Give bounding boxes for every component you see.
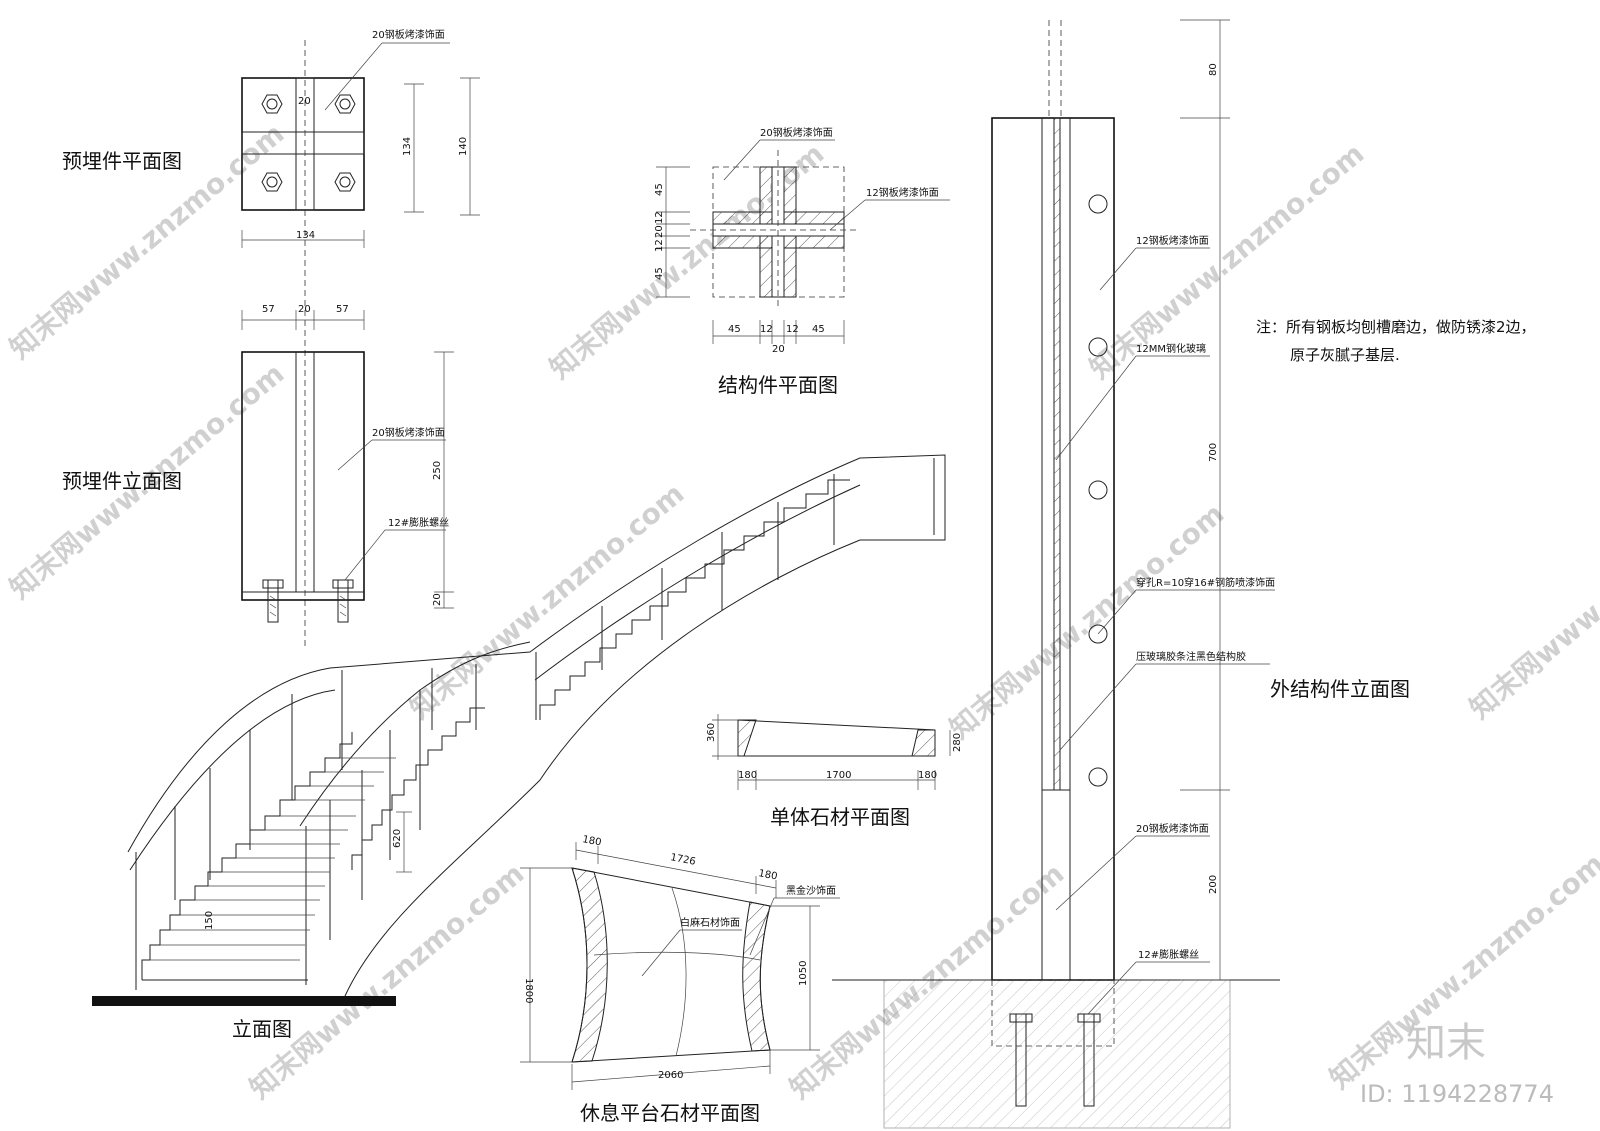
note-black-sand: 黑金沙饰面	[786, 884, 836, 897]
general-note-line1: 注：所有钢板均刨槽磨边，做防锈漆2边，	[1256, 318, 1536, 336]
watermark-text: 知末网www.znzmo.com	[1463, 477, 1600, 725]
dim-outer-d2: 700	[1208, 443, 1219, 462]
stair-elevation-view: 620 150 立面图	[92, 454, 946, 1041]
hex-nut-icon	[334, 172, 356, 192]
dim-struct-h2: 12	[760, 324, 773, 335]
brand-logo: 知末	[1406, 1020, 1486, 1066]
watermark-text: 知末网www.znzmo.com	[243, 857, 530, 1105]
note-outer-bolt: 12#膨胀螺丝	[1138, 948, 1199, 961]
outer-column	[991, 117, 1115, 981]
note-struct-steel12: 12钢板烤漆饰面	[866, 186, 939, 199]
dim-outer-d3: 200	[1208, 875, 1219, 894]
title-embed-elev: 预埋件立面图	[62, 469, 182, 493]
dim-struct-h5: 20	[772, 344, 785, 355]
dim-landing-right: 1050	[798, 961, 809, 986]
dim-outer-d1: 80	[1208, 63, 1219, 76]
title-stair-elev: 立面图	[232, 1017, 292, 1041]
dim-stair-step: 150	[204, 911, 215, 930]
stone-landing-view: 180 1726 180 1800 1050 2060 黑金沙饰面 白麻石材饰面…	[520, 834, 840, 1125]
dim-struct-v3: 20	[654, 225, 665, 238]
note-steel20-elev: 20钢板烤漆饰面	[372, 426, 445, 439]
dim-landing-top2: 1726	[669, 852, 696, 868]
glass-panel	[1053, 117, 1061, 791]
dim-elev-right: 57	[336, 304, 349, 315]
note-bolt12: 12#膨胀螺丝	[388, 516, 449, 529]
watermarks: 知末网www.znzmo.com 知末网www.znzmo.com 知末网www…	[3, 117, 1600, 1105]
embed-plan-view: 20钢板烤漆饰面 20 134 140 134 预埋件平面图	[62, 28, 480, 650]
dim-landing-bottom: 2060	[658, 1070, 683, 1081]
dim-stone-a: 180	[738, 770, 757, 781]
dim-embed-h1: 134	[402, 137, 413, 156]
note-glass12: 12MM钢化玻璃	[1136, 342, 1206, 355]
hole-icon	[1088, 480, 1108, 500]
bolt-icon	[266, 176, 278, 188]
dim-stair-landing: 620	[392, 829, 403, 848]
dim-struct-v4: 12	[654, 239, 665, 252]
embed-elev-plate	[241, 351, 365, 601]
dim-struct-v1: 45	[654, 183, 665, 196]
dim-landing-top3: 180	[757, 868, 778, 882]
dim-landing-top1: 180	[581, 834, 602, 848]
watermark-text: 知末网www.znzmo.com	[943, 497, 1230, 745]
dim-elev-h: 250	[432, 461, 443, 480]
embed-cross-plate	[241, 131, 365, 155]
note-hole: 穿孔R=10穿16#钢筋喷漆饰面	[1136, 576, 1275, 589]
dim-stone-l: 360	[706, 723, 717, 742]
hex-nut-icon	[261, 94, 283, 114]
hole-icon	[1088, 767, 1108, 787]
hole-icon	[1088, 624, 1108, 644]
embed-elevation-view: 57 20 57 20钢板烤漆饰面 12#膨胀螺丝 250 20 预埋件立面图	[62, 304, 454, 623]
dim-elev-base: 20	[432, 593, 443, 606]
dim-elev-left: 57	[262, 304, 275, 315]
bolt-icon	[339, 176, 351, 188]
dim-embed-w: 134	[296, 230, 315, 241]
outer-elevation-view: 80 700 200 12钢板烤漆饰面 12MM钢化玻璃 穿孔R=10穿16#钢…	[832, 19, 1536, 1129]
stone-single-view: 360 280 180 1700 180 单体石材平面图	[706, 714, 963, 829]
stair-steps	[141, 479, 850, 981]
note-steel20: 20钢板烤漆饰面	[372, 28, 445, 41]
note-white-stone: 白麻石材饰面	[680, 916, 740, 929]
dim-struct-h1: 45	[728, 324, 741, 335]
stone-single-outline	[737, 719, 936, 757]
title-stone-single: 单体石材平面图	[770, 805, 910, 829]
dim-landing-left: 1800	[523, 978, 534, 1003]
anchor-bolt-icon	[337, 579, 349, 623]
dim-embed-center: 20	[298, 96, 311, 107]
dim-stone-b: 1700	[826, 770, 851, 781]
dim-stone-r: 280	[952, 733, 963, 752]
note-outer-steel20: 20钢板烤漆饰面	[1136, 822, 1209, 835]
bolt-icon	[339, 98, 351, 110]
dim-struct-v2: 12	[654, 211, 665, 224]
dim-embed-h2: 140	[458, 137, 469, 156]
hole-icon	[1088, 337, 1108, 357]
struct-plan-view: 20钢板烤漆饰面 12钢板烤漆饰面 45 12 20 12 45 45 12 1…	[654, 126, 950, 397]
hex-nut-icon	[261, 172, 283, 192]
title-embed-plan: 预埋件平面图	[62, 149, 182, 173]
bolt-icon	[266, 98, 278, 110]
hex-nut-icon	[334, 94, 356, 114]
note-struct-steel20: 20钢板烤漆饰面	[760, 126, 833, 139]
title-struct-plan: 结构件平面图	[718, 373, 838, 397]
dim-elev-mid: 20	[298, 304, 311, 315]
anchor-bolt-icon	[267, 579, 279, 623]
stair-outline	[127, 454, 946, 997]
dim-struct-h3: 12	[786, 324, 799, 335]
note-glue: 压玻璃胶条注黑色结构胶	[1136, 650, 1246, 663]
dim-struct-h4: 45	[812, 324, 825, 335]
title-outer-elev: 外结构件立面图	[1270, 677, 1410, 701]
ground-hatch	[883, 979, 1231, 1129]
handrail-posts	[135, 458, 935, 990]
title-stone-landing: 休息平台石材平面图	[580, 1101, 760, 1125]
dim-struct-v5: 45	[654, 267, 665, 280]
ground-slab	[92, 996, 396, 1006]
note-outer-steel12: 12钢板烤漆饰面	[1136, 234, 1209, 247]
dim-stone-c: 180	[918, 770, 937, 781]
hole-icon	[1088, 194, 1108, 214]
image-id: ID: 1194228774	[1360, 1080, 1554, 1108]
general-note-line2: 原子灰腻子基层.	[1290, 346, 1400, 364]
